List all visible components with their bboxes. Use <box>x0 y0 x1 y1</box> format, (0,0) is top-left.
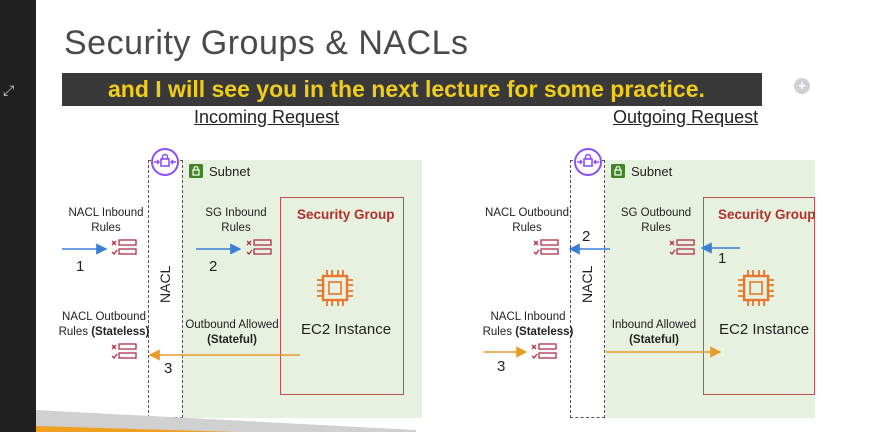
incoming-sg-inbound-line2: Rules <box>221 222 251 234</box>
incoming-nacl-outbound-rules: Rules <box>58 326 89 338</box>
plus-circle-icon[interactable]: + <box>794 78 810 94</box>
incoming-step-3: 3 <box>164 360 173 377</box>
outgoing-nacl-inbound-rules: Rules <box>482 326 513 338</box>
outgoing-nacl-outbound-label: NACL Outbound Rules <box>482 206 572 236</box>
outgoing-sg-outbound-label: SG Outbound Rules <box>620 206 692 236</box>
lock-icon <box>611 164 625 178</box>
incoming-step-1: 1 <box>76 258 85 275</box>
rules-icon <box>669 239 695 255</box>
incoming-sg-inbound-label: SG Inbound Rules <box>204 206 268 236</box>
incoming-sg-title: Security Group <box>297 207 395 222</box>
expand-icon[interactable]: ⤢ <box>3 82 15 98</box>
incoming-nacl-inbound-label: NACL Inbound Rules <box>62 206 150 236</box>
outgoing-inbound-allowed-line1: Inbound Allowed <box>611 319 697 331</box>
outgoing-step-1: 1 <box>718 250 727 267</box>
incoming-step-2: 2 <box>209 258 218 275</box>
chip-icon <box>317 270 353 306</box>
incoming-nacl-outbound-label: NACL Outbound Rules (Stateless) <box>58 310 150 340</box>
rules-icon <box>111 343 137 359</box>
chip-icon <box>738 270 774 306</box>
caption-bar <box>62 73 762 106</box>
outgoing-nacl-inbound-line2: Rules (Stateless) <box>482 325 574 340</box>
outgoing-nacl-inbound-label: NACL Inbound Rules (Stateless) <box>482 310 574 340</box>
outgoing-subnet-area <box>605 160 815 418</box>
rules-icon <box>531 343 557 359</box>
incoming-outbound-allowed-line1: Outbound Allowed <box>185 319 279 331</box>
outgoing-ec2-label: EC2 Instance <box>719 321 810 338</box>
incoming-subnet-label: Subnet <box>209 164 251 179</box>
vpc-icon <box>574 148 602 176</box>
incoming-nacl-outbound-line1: NACL Outbound <box>62 311 146 323</box>
outgoing-heading: Outgoing Request <box>613 107 759 127</box>
vpc-icon <box>151 148 179 176</box>
outgoing-inbound-allowed-label: Inbound Allowed (Stateful) <box>607 318 701 348</box>
slide-footer-bar <box>36 410 416 432</box>
incoming-outbound-allowed-stateful: (Stateful) <box>207 334 257 346</box>
rules-icon <box>111 239 137 255</box>
incoming-nacl-outbound-stateless: (Stateless) <box>91 326 150 338</box>
outgoing-sg-outbound-line1: SG Outbound <box>620 207 692 219</box>
incoming-nacl-outbound-line2: Rules (Stateless) <box>58 325 150 340</box>
incoming-subnet-area <box>182 160 422 418</box>
outgoing-subnet-label: Subnet <box>631 164 673 179</box>
slide-title: Security Groups & NACLs <box>64 24 469 62</box>
outgoing-security-group-box <box>703 197 815 395</box>
rules-icon <box>246 239 272 255</box>
caption-text: and I will see you in the next lecture f… <box>108 76 705 102</box>
incoming-security-group-box <box>280 197 404 395</box>
outgoing-nacl-outbound-line2: Rules <box>512 222 542 234</box>
outgoing-step-2: 2 <box>582 228 591 245</box>
outgoing-sg-title: Security Group <box>718 207 816 222</box>
incoming-heading: Incoming Request <box>194 107 340 127</box>
incoming-outbound-allowed-label: Outbound Allowed (Stateful) <box>183 318 281 348</box>
outgoing-nacl-inbound-stateless: (Stateless) <box>515 326 574 338</box>
outgoing-nacl-inbound-line1: NACL Inbound <box>490 311 566 323</box>
incoming-sg-inbound-line1: SG Inbound <box>205 207 267 219</box>
incoming-nacl-inbound-line1: NACL Inbound <box>68 207 144 219</box>
outgoing-sg-outbound-line2: Rules <box>641 222 671 234</box>
player-left-strip <box>0 0 36 432</box>
outgoing-inbound-allowed-stateful: (Stateful) <box>629 334 679 346</box>
rules-icon <box>533 239 559 255</box>
outgoing-step-3: 3 <box>497 358 506 375</box>
lock-icon <box>189 164 203 178</box>
outgoing-nacl-outbound-line1: NACL Outbound <box>485 207 569 219</box>
incoming-nacl-inbound-line2: Rules <box>91 222 121 234</box>
incoming-ec2-label: EC2 Instance <box>301 321 392 338</box>
